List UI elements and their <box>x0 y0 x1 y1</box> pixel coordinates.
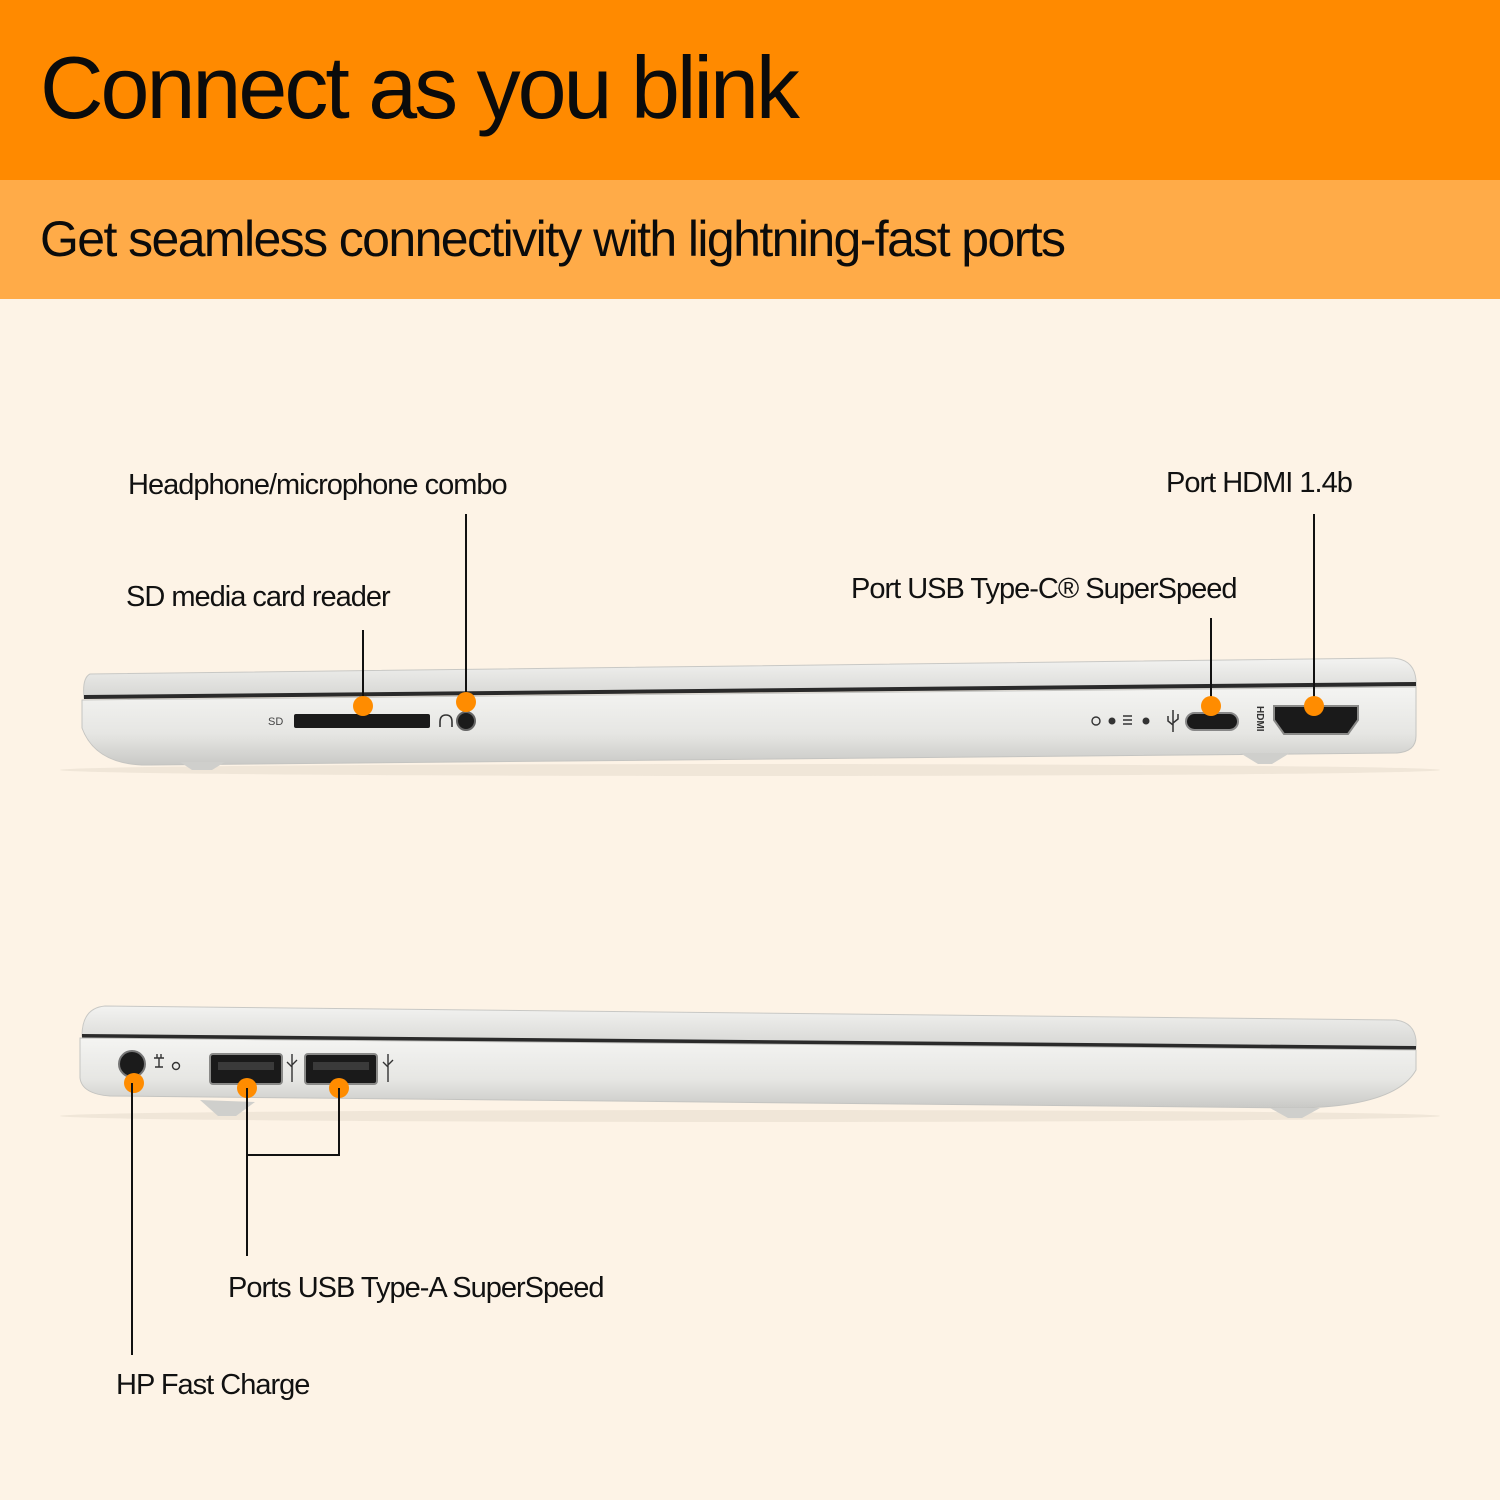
marker-sd <box>353 696 373 716</box>
marker-headphone <box>456 692 476 712</box>
charge-led <box>171 1061 181 1071</box>
callout-line-usbc <box>1210 618 1212 706</box>
callout-line-hdmi <box>1313 514 1315 706</box>
marker-usbc <box>1201 696 1221 716</box>
header-band: Connect as you blink <box>0 0 1500 180</box>
power-indicator-icon <box>1091 716 1101 726</box>
headphone-icon <box>439 714 453 727</box>
callout-label-headphone: Headphone/microphone combo <box>128 469 508 501</box>
hdmi-marking: HDMI <box>1254 706 1265 732</box>
callout-line-usba-1 <box>246 1088 248 1256</box>
subheader-band <box>0 180 1500 299</box>
callout-label-usbc: Port USB Type-C® SuperSpeed <box>851 573 1238 605</box>
callout-line-usba-2 <box>338 1088 340 1156</box>
usb-ss-icon-2 <box>382 1054 394 1082</box>
hdmi-port <box>1273 705 1359 735</box>
usb-ss-icon-1 <box>286 1054 298 1082</box>
callout-label-sd: SD media card reader <box>126 581 391 613</box>
laptop-right-side: SD HDMI <box>60 657 1440 776</box>
laptop-left-side <box>60 1005 1440 1122</box>
usb-symbol-icon <box>1167 710 1179 732</box>
callout-line-headphone <box>465 514 467 702</box>
callout-line-fastcharge <box>131 1083 133 1355</box>
page-subtitle: Get seamless connectivity with lightning… <box>40 211 1066 267</box>
marker-fastcharge <box>124 1073 144 1093</box>
storage-activity-icon <box>1123 715 1132 725</box>
page-title: Connect as you blink <box>40 38 800 137</box>
activity-led <box>1142 717 1150 725</box>
power-led <box>1108 717 1116 725</box>
callout-label-fastcharge: HP Fast Charge <box>116 1369 310 1401</box>
marker-hdmi <box>1304 696 1324 716</box>
sd-card-slot <box>294 714 430 728</box>
audio-jack <box>456 711 476 731</box>
callout-label-usba: Ports USB Type-A SuperSpeed <box>228 1272 604 1304</box>
callout-line-usba-join <box>246 1154 340 1156</box>
callout-line-sd <box>362 630 364 706</box>
callout-label-hdmi: Port HDMI 1.4b <box>1166 467 1353 499</box>
power-plug-icon <box>154 1054 164 1068</box>
sd-marking: SD <box>268 716 283 728</box>
